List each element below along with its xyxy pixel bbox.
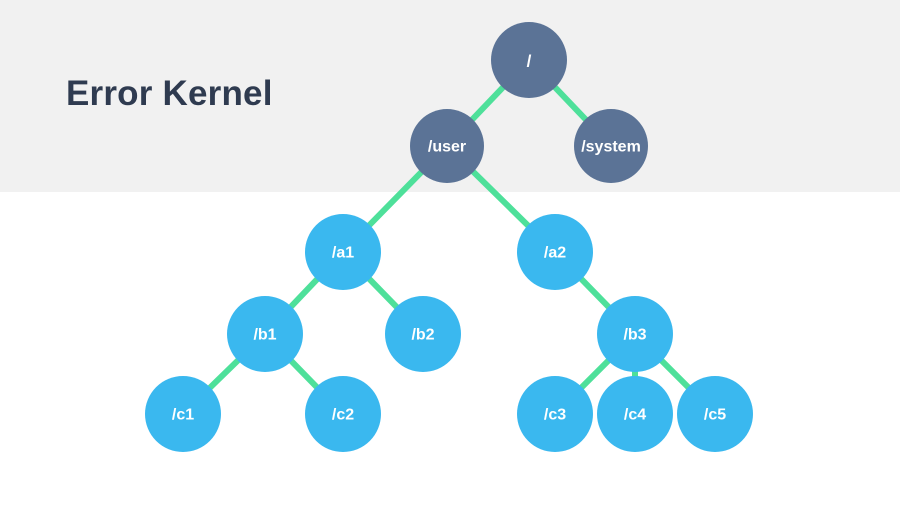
tree-node-circle-c1[interactable] bbox=[145, 376, 221, 452]
tree-node-circle-a1[interactable] bbox=[305, 214, 381, 290]
tree-node-circle-c5[interactable] bbox=[677, 376, 753, 452]
tree-node-circle-c3[interactable] bbox=[517, 376, 593, 452]
tree-node-user[interactable]: /user bbox=[410, 109, 484, 183]
tree-node-b3[interactable]: /b3 bbox=[597, 296, 673, 372]
tree-node-c2[interactable]: /c2 bbox=[305, 376, 381, 452]
tree-node-circle-b3[interactable] bbox=[597, 296, 673, 372]
tree-node-c4[interactable]: /c4 bbox=[597, 376, 673, 452]
tree-node-circle-a2[interactable] bbox=[517, 214, 593, 290]
tree-node-b2[interactable]: /b2 bbox=[385, 296, 461, 372]
tree-nodes: //user/system/a1/a2/b1/b2/b3/c1/c2/c3/c4… bbox=[145, 22, 753, 452]
tree-node-b1[interactable]: /b1 bbox=[227, 296, 303, 372]
tree-node-circle-b1[interactable] bbox=[227, 296, 303, 372]
tree-node-c5[interactable]: /c5 bbox=[677, 376, 753, 452]
tree-node-circle-system[interactable] bbox=[574, 109, 648, 183]
tree-node-circle-c2[interactable] bbox=[305, 376, 381, 452]
tree-node-a1[interactable]: /a1 bbox=[305, 214, 381, 290]
tree-node-system[interactable]: /system bbox=[574, 109, 648, 183]
tree-node-root[interactable]: / bbox=[491, 22, 567, 98]
page-title: Error Kernel bbox=[66, 74, 273, 113]
tree-node-circle-root[interactable] bbox=[491, 22, 567, 98]
tree-node-c3[interactable]: /c3 bbox=[517, 376, 593, 452]
tree-node-circle-user[interactable] bbox=[410, 109, 484, 183]
tree-node-c1[interactable]: /c1 bbox=[145, 376, 221, 452]
tree-node-circle-b2[interactable] bbox=[385, 296, 461, 372]
tree-node-circle-c4[interactable] bbox=[597, 376, 673, 452]
tree-node-a2[interactable]: /a2 bbox=[517, 214, 593, 290]
